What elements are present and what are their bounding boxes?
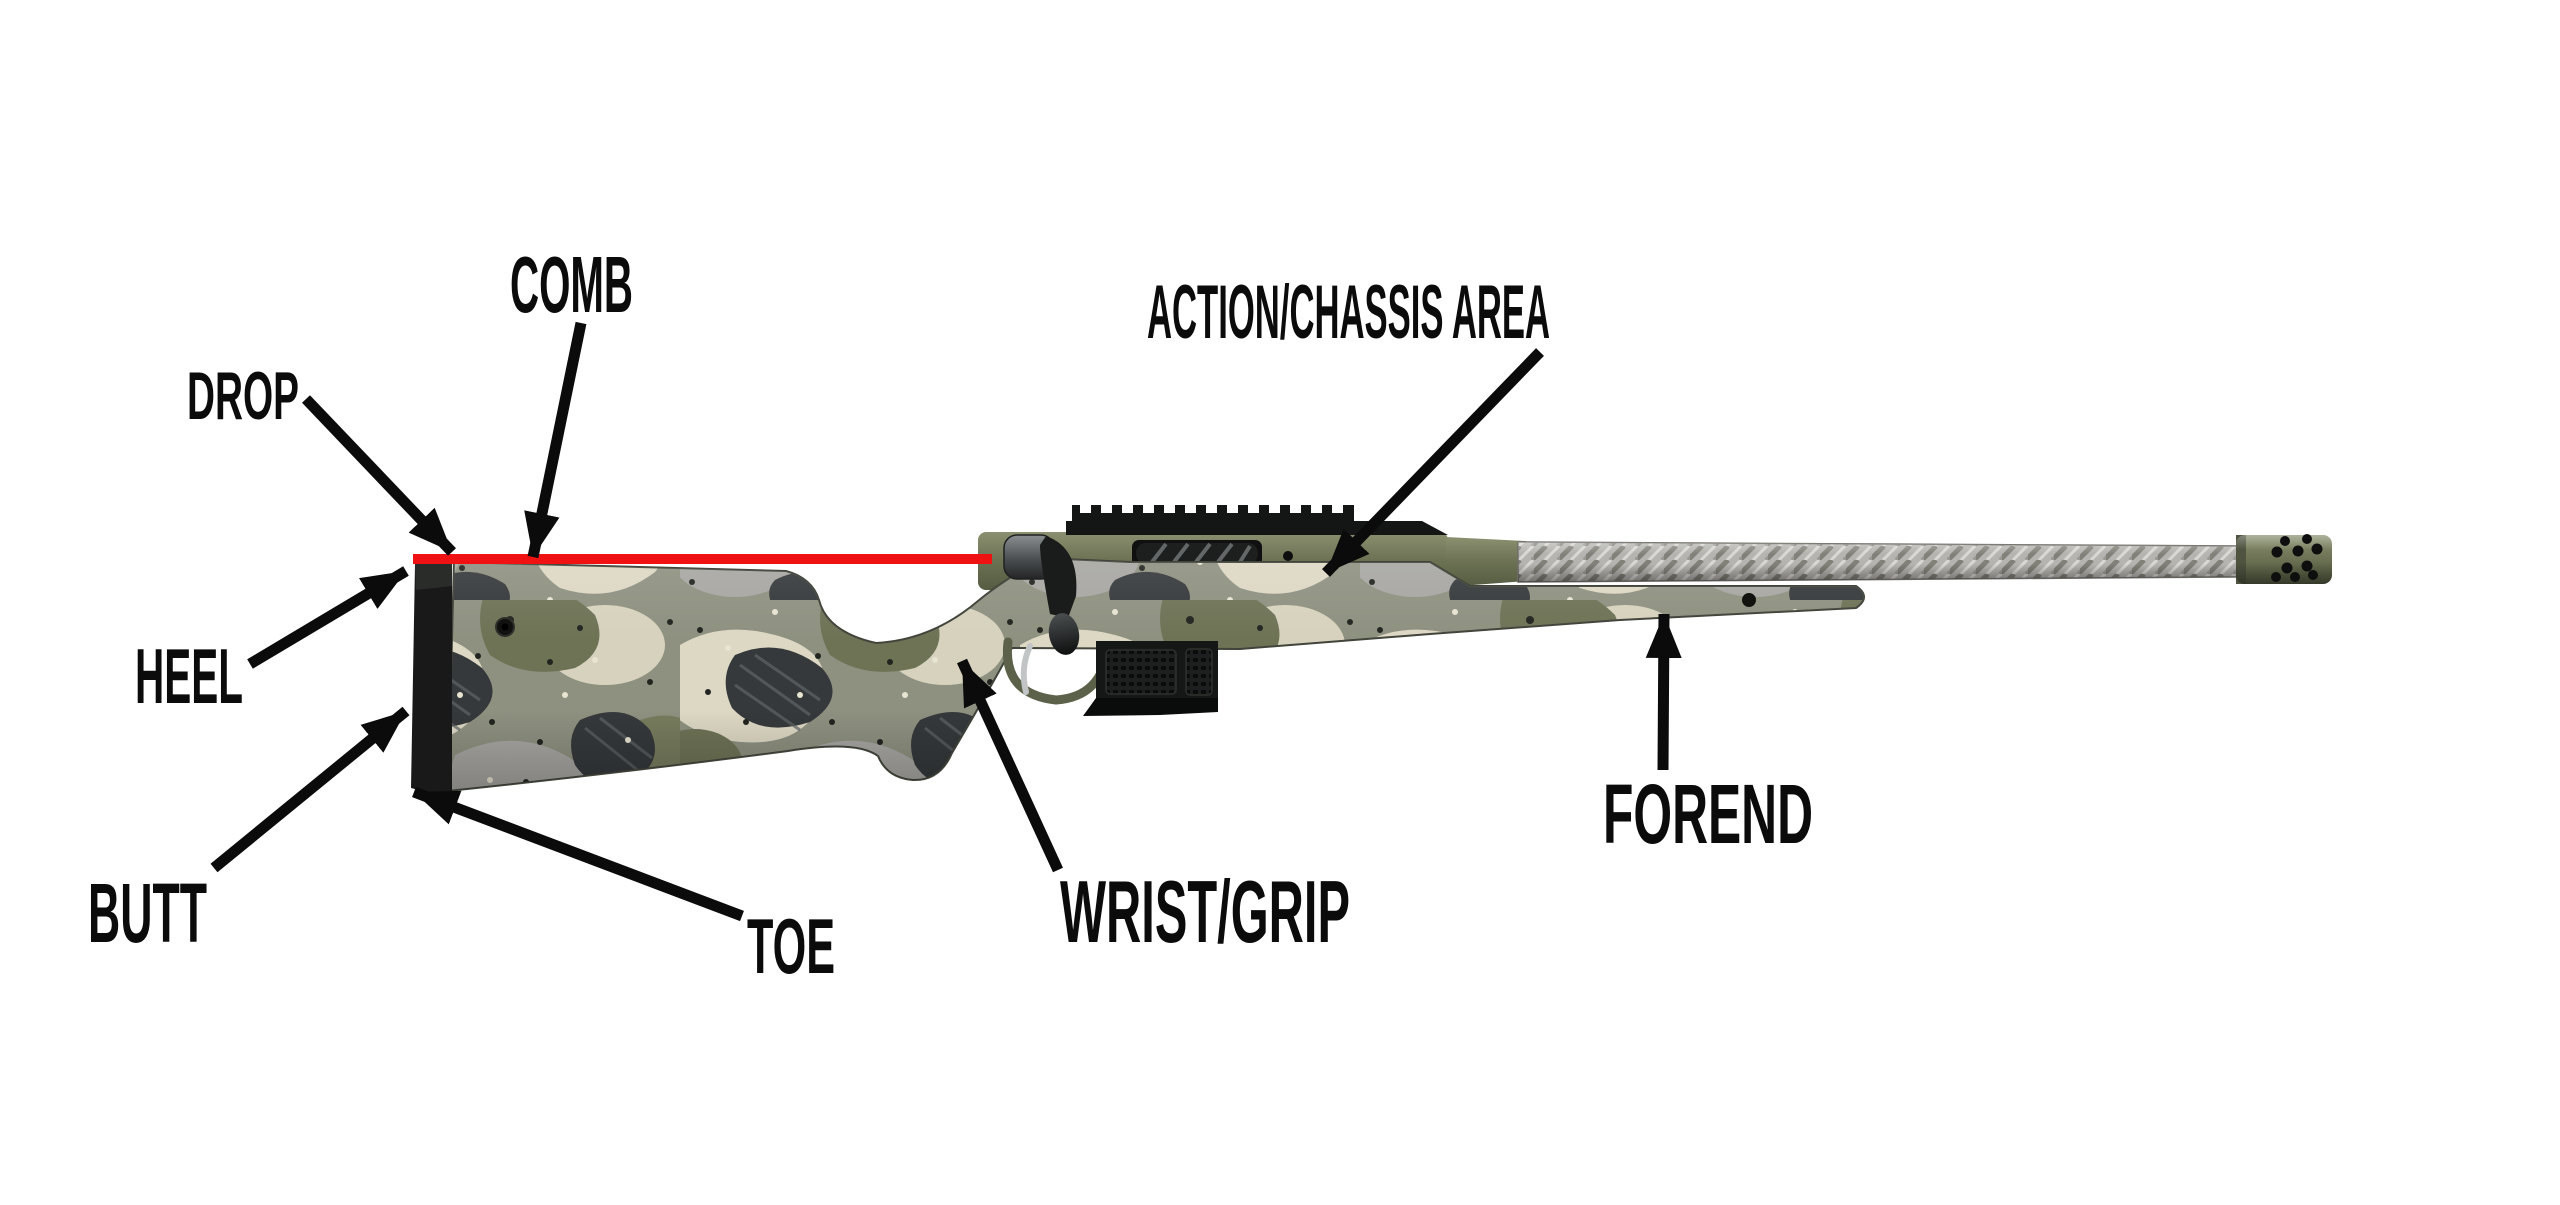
rail-slots [1080, 505, 1343, 513]
label-heel: HEEL [135, 632, 243, 720]
magazine-baseplate [1083, 698, 1218, 716]
ejection-port [1132, 540, 1262, 567]
front-sling-stud-hole [1742, 593, 1756, 607]
arrow-comb [524, 321, 587, 559]
label-butt: BUTT [88, 866, 207, 960]
magazine-texture-panel [1105, 649, 1177, 695]
arrow-heel [247, 566, 409, 669]
action-pin [1283, 551, 1293, 561]
magazine [1083, 641, 1218, 716]
arrow-forend [1645, 613, 1682, 771]
arrow-butt [210, 706, 410, 873]
rail-base [1066, 521, 1448, 535]
recoil-pad [411, 559, 452, 796]
bolt-handle [1040, 536, 1077, 618]
bolt-knob [1048, 613, 1080, 655]
muzzle-brake [2236, 534, 2332, 584]
brake-shading [2236, 535, 2332, 584]
barrel-shank [1446, 537, 1526, 587]
label-wrist-grip: WRIST/GRIP [1060, 862, 1350, 961]
label-comb: COMB [510, 240, 633, 329]
arrow-action-chassis [1322, 348, 1544, 577]
magazine-texture-panel-small [1185, 648, 1213, 696]
arrow-wrist-grip [957, 658, 1063, 873]
label-drop: DROP [187, 358, 299, 434]
trigger [1020, 643, 1033, 695]
barrel-shading [1518, 542, 2240, 582]
bolt-flutes [1150, 542, 1252, 564]
label-toe: TOE [747, 902, 835, 990]
stock-shading [448, 558, 1864, 791]
label-action-chassis-area: ACTION/CHASSIS AREA [1147, 270, 1550, 355]
brake-ports [2271, 534, 2323, 582]
rear-sling-stud-center [501, 623, 509, 631]
rifle-illustration [411, 505, 2332, 796]
annotation-arrows [210, 321, 1682, 922]
recoil-pad-top-lip [415, 559, 452, 590]
arrow-toe [412, 786, 744, 922]
arrow-drop [302, 395, 456, 556]
label-forend: FOREND [1603, 767, 1813, 861]
